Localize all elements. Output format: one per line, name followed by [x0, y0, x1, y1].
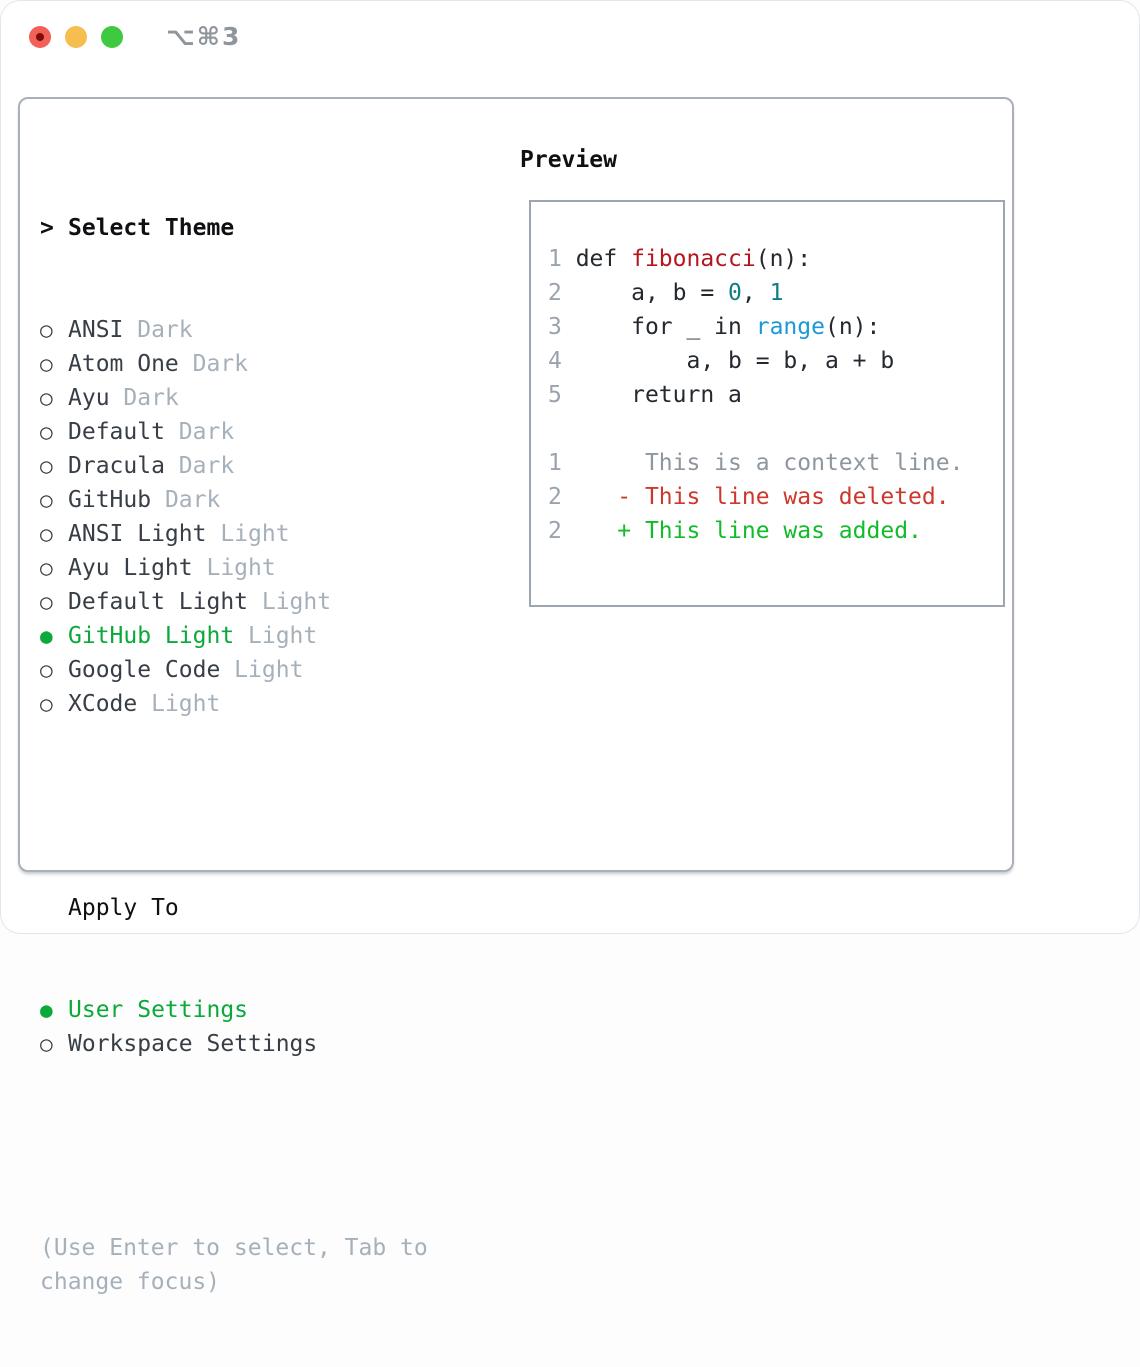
radio-icon: ○	[40, 318, 53, 342]
apply-option-label: User Settings	[68, 997, 249, 1023]
keyboard-hint: (Use Enter to select, Tab to change focus…	[40, 1231, 428, 1299]
preview-box: 1 def fibonacci(n): 2 a, b = 0, 1 3 for _ …	[529, 200, 1005, 607]
traffic-lights	[29, 26, 123, 48]
spacer	[40, 789, 428, 823]
theme-variant-tag: Light	[248, 589, 332, 615]
titlebar: ⌥⌘3	[0, 0, 1140, 75]
theme-name: Google Code	[68, 657, 221, 683]
selected-radio-icon: ●	[40, 624, 53, 648]
theme-name: Ayu Light	[68, 555, 193, 581]
zoom-button-icon[interactable]	[101, 26, 123, 48]
select-theme-header-row: > Select Theme	[40, 211, 428, 245]
right-column: Preview 1 def fibonacci(n): 2 a, b = 0, 1…	[502, 143, 1005, 607]
theme-option-default-light[interactable]: ○ Default Light Light	[40, 585, 428, 619]
select-theme-header: Select Theme	[68, 215, 235, 241]
code-line-5: 5 return a	[548, 382, 742, 408]
theme-option-google-code[interactable]: ○ Google Code Light	[40, 653, 428, 687]
theme-name: Atom One	[68, 351, 179, 377]
theme-variant-tag: Dark	[151, 487, 221, 513]
cursor-icon: >	[40, 215, 54, 241]
selected-radio-icon: ●	[40, 998, 53, 1022]
code-preview: 1 def fibonacci(n): 2 a, b = 0, 1 3 for _ …	[531, 202, 1003, 548]
radio-icon: ○	[40, 488, 53, 512]
theme-variant-tag: Light	[137, 691, 221, 717]
theme-option-atom-one[interactable]: ○ Atom One Dark	[40, 347, 428, 381]
hint-line: (Use Enter to select, Tab to	[40, 1235, 428, 1261]
app-window: ⌥⌘3 > Select Theme ○ ANSI Dark ○ Atom One D…	[0, 0, 1140, 1295]
theme-variant-tag: Dark	[178, 351, 249, 377]
theme-variant-tag: Light	[234, 623, 318, 649]
radio-icon: ○	[40, 692, 53, 716]
theme-variant-tag: Dark	[123, 317, 193, 343]
radio-icon: ○	[40, 556, 53, 580]
spacer	[40, 1129, 428, 1163]
radio-icon: ○	[40, 590, 53, 614]
code-line-4: 4 a, b = b, a + b	[548, 348, 895, 374]
hint-line: change focus)	[40, 1269, 221, 1295]
radio-icon: ○	[40, 386, 53, 410]
radio-icon: ○	[40, 1032, 53, 1056]
theme-name: Ayu	[68, 385, 110, 411]
theme-list: ○ ANSI Dark ○ Atom One Dark ○ Ayu Dark ○ Defaul…	[40, 313, 428, 721]
radio-icon: ○	[40, 522, 53, 546]
blank-line	[548, 412, 1003, 446]
theme-option-default[interactable]: ○ Default Dark	[40, 415, 428, 449]
theme-option-ayu-light[interactable]: ○ Ayu Light Light	[40, 551, 428, 585]
left-column: > Select Theme ○ANSI Dark○Atom One Dark○…	[40, 143, 428, 1367]
code-line-3: 3 for _ in range(n):	[548, 314, 881, 340]
window-title: ⌥⌘3	[166, 22, 242, 51]
diff-deleted-line: 2 - This line was deleted.	[548, 484, 950, 510]
apply-to-header: Apply To	[68, 895, 179, 921]
theme-variant-tag: Dark	[164, 453, 235, 479]
theme-variant-tag: Dark	[164, 419, 235, 445]
preview-header: Preview	[520, 147, 617, 173]
code-line-1: 1 def fibonacci(n):	[548, 246, 812, 272]
theme-variant-tag: Light	[206, 521, 290, 547]
apply-option-workspace-settings[interactable]: ○ Workspace Settings	[40, 1027, 428, 1061]
apply-to-header-row: Apply To	[40, 891, 428, 925]
diff-added-line: 2 + This line was added.	[548, 518, 922, 544]
code-line-2: 2 a, b = 0, 1	[548, 280, 784, 306]
apply-option-user-settings[interactable]: ● User Settings	[40, 993, 428, 1027]
theme-variant-tag: Light	[192, 555, 276, 581]
theme-name: Default Light	[68, 589, 249, 615]
apply-option-label: Workspace Settings	[68, 1031, 318, 1057]
theme-variant-tag: Light	[220, 657, 304, 683]
radio-icon: ○	[40, 658, 53, 682]
theme-option-dracula[interactable]: ○ Dracula Dark	[40, 449, 428, 483]
theme-option-ayu[interactable]: ○ Ayu Dark	[40, 381, 428, 415]
theme-option-ansi[interactable]: ○ ANSI Dark	[40, 313, 428, 347]
theme-name: XCode	[68, 691, 138, 717]
theme-name: ANSI Light	[68, 521, 207, 547]
theme-picker-panel: > Select Theme ○ANSI Dark○Atom One Dark○…	[18, 97, 1014, 1295]
apply-to-list: ● User Settings ○ Workspace Settings	[40, 993, 428, 1061]
radio-icon: ○	[40, 352, 53, 376]
theme-option-github[interactable]: ○ GitHub Dark	[40, 483, 428, 517]
radio-icon: ○	[40, 420, 53, 444]
theme-name: GitHub	[68, 487, 152, 513]
theme-option-github-light[interactable]: ● GitHub Light Light	[40, 619, 428, 653]
theme-name: ANSI	[68, 317, 124, 343]
minimize-button-icon[interactable]	[65, 26, 87, 48]
diff-context-line: 1 This is a context line.	[548, 450, 964, 476]
theme-name: Dracula	[68, 453, 165, 479]
theme-option-ansi-light[interactable]: ○ ANSI Light Light	[40, 517, 428, 551]
theme-name: Default	[68, 419, 165, 445]
radio-icon: ○	[40, 454, 53, 478]
theme-name: GitHub Light	[68, 623, 235, 649]
theme-variant-tag: Dark	[109, 385, 179, 411]
theme-option-xcode[interactable]: ○ XCode Light	[40, 687, 428, 721]
close-button-icon[interactable]	[29, 26, 51, 48]
